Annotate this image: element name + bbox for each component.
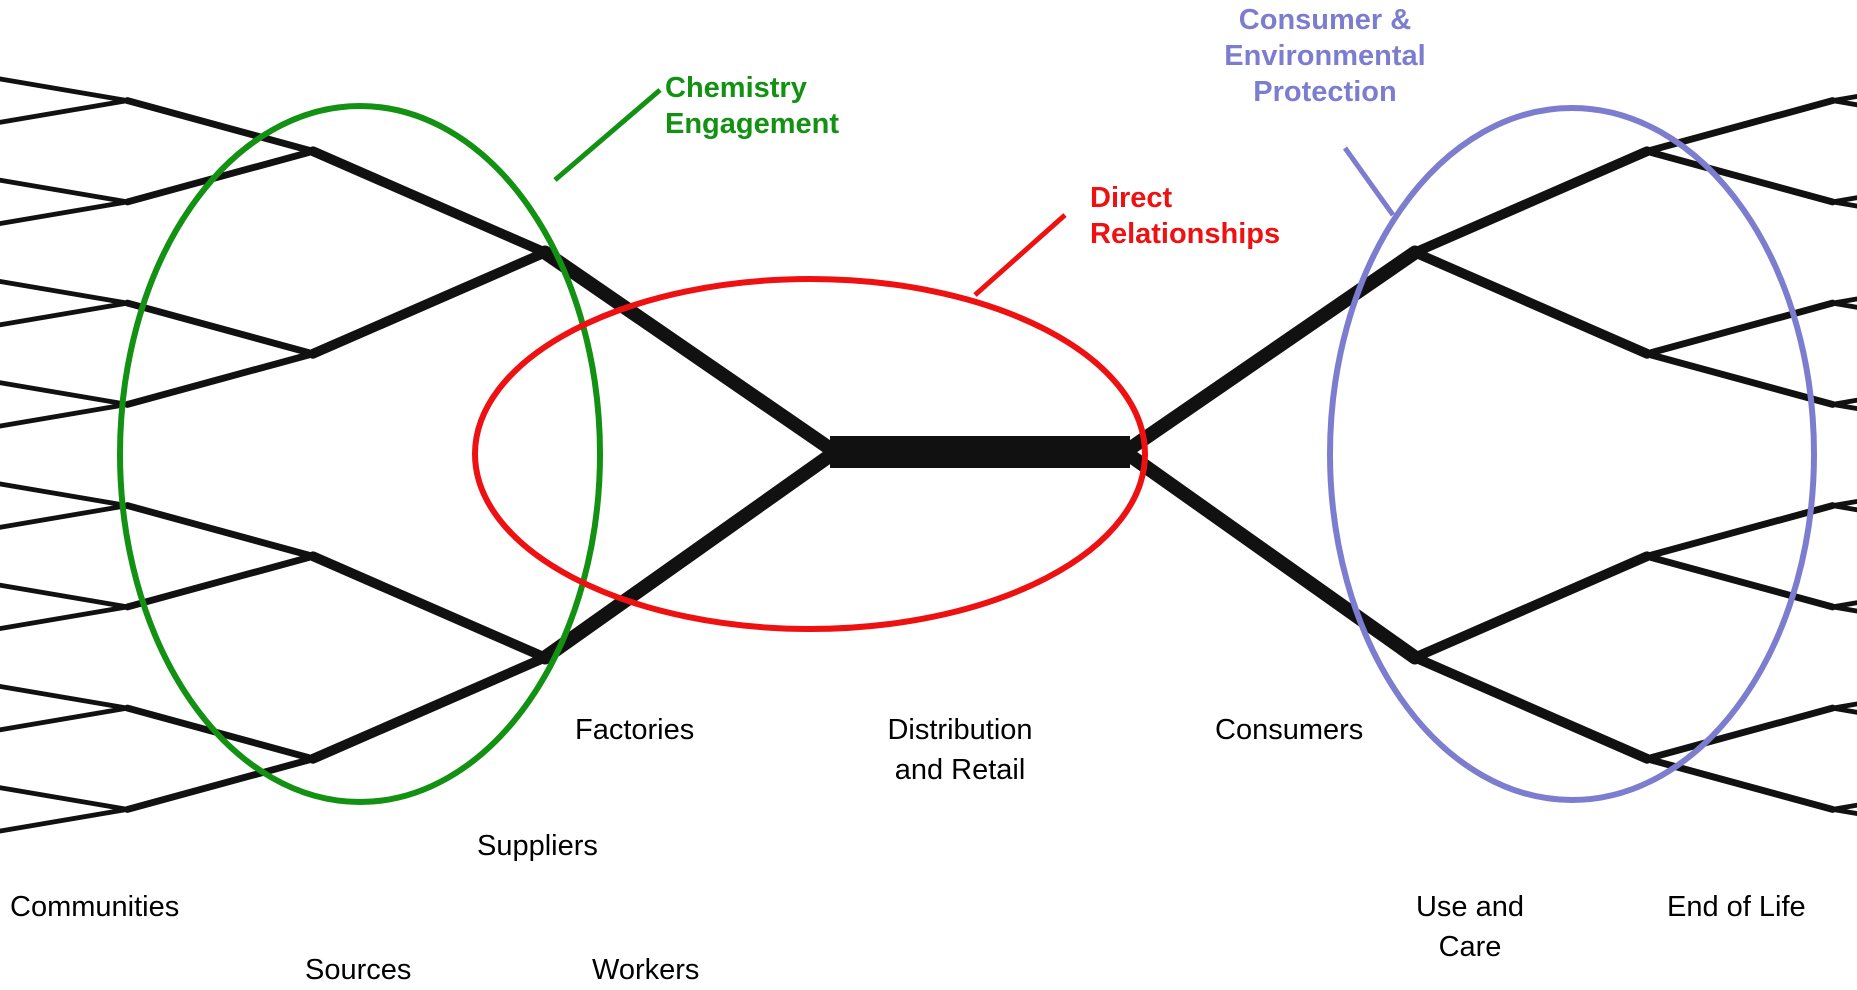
sources-label: Sources [305,954,412,986]
consumer-protection-ellipse [1327,105,1817,803]
use-and-care-label: Use and Care [1415,891,1524,963]
right-fractal-tree [1118,94,1857,816]
direct-relationships-callout: Direct Relationships [1090,182,1281,250]
factories-label: Factories [575,714,695,746]
consumers-label: Consumers [1215,714,1364,746]
workers-label: Workers [592,954,700,986]
direct-leader-line [973,213,1067,297]
distribution-retail-label: Distribution and Retail [887,714,1033,786]
left-fractal-tree [0,76,842,834]
central-trunk [830,436,1130,468]
chemistry-engagement-ellipse [117,103,603,805]
chemistry-leader-line [553,88,662,182]
direct-relationships-ellipse [472,276,1148,632]
communities-label: Communities [10,891,180,923]
suppliers-label: Suppliers [477,830,598,862]
end-of-life-label: End of Life [1667,891,1806,923]
chemistry-engagement-callout: Chemistry Engagement [665,72,840,140]
consumer-leader-line [1342,146,1396,217]
consumer-protection-callout: Consumer & Environmental Protection [1224,4,1426,108]
